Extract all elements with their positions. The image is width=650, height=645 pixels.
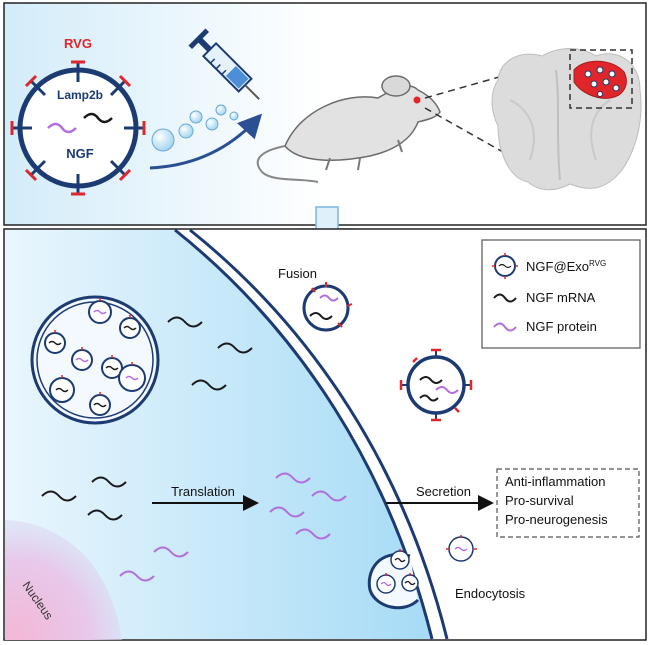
lamp2b-label: Lamp2b (57, 88, 103, 102)
ngf-mrna-glyph (83, 112, 113, 124)
effect-item: Pro-neurogenesis (505, 512, 608, 527)
legend-protein-label: NGF protein (526, 319, 597, 334)
brain-section (491, 48, 642, 191)
translation-label: Translation (171, 484, 235, 499)
cell-membrane-outer (189, 228, 449, 640)
fusing-exosome (302, 282, 353, 332)
syringe-icon (188, 28, 260, 100)
legend-exosome-text: NGF@Exo (526, 259, 589, 274)
multivesicular-body (30, 295, 160, 425)
mouse-illustration (256, 75, 441, 183)
effect-item: Anti-inflammation (505, 474, 605, 489)
effect-item: Pro-survival (505, 493, 574, 508)
cytoplasmic-protein (119, 472, 347, 582)
legend: NGF@ExoRVG NGF mRNA NGF protein (481, 239, 641, 349)
rvg-label: RVG (64, 36, 92, 51)
legend-exosome-swatch (492, 253, 518, 279)
nucleus (5, 520, 122, 640)
ngf-protein-glyph (47, 122, 77, 134)
exosome-bubbles (151, 104, 239, 152)
engineered-exosome (10, 60, 146, 196)
ngf-label: NGF (66, 146, 94, 161)
fusion-label: Fusion (278, 266, 317, 281)
secretion-label: Secretion (416, 484, 471, 499)
legend-protein-swatch (493, 322, 517, 332)
injection-arrow (149, 113, 263, 170)
cytoplasmic-mrna (41, 316, 253, 521)
endocytosis-pocket (367, 535, 477, 610)
endocytosis-label: Endocytosis (455, 586, 526, 601)
effects-box (496, 468, 640, 538)
extracellular-exosome (399, 348, 473, 422)
legend-mrna-swatch (493, 293, 517, 303)
zoom-line-bottom (424, 107, 511, 157)
legend-exosome-superscript: RVG (589, 259, 606, 268)
legend-mrna-label: NGF mRNA (526, 290, 596, 305)
legend-exosome-label: NGF@ExoRVG (526, 259, 606, 274)
